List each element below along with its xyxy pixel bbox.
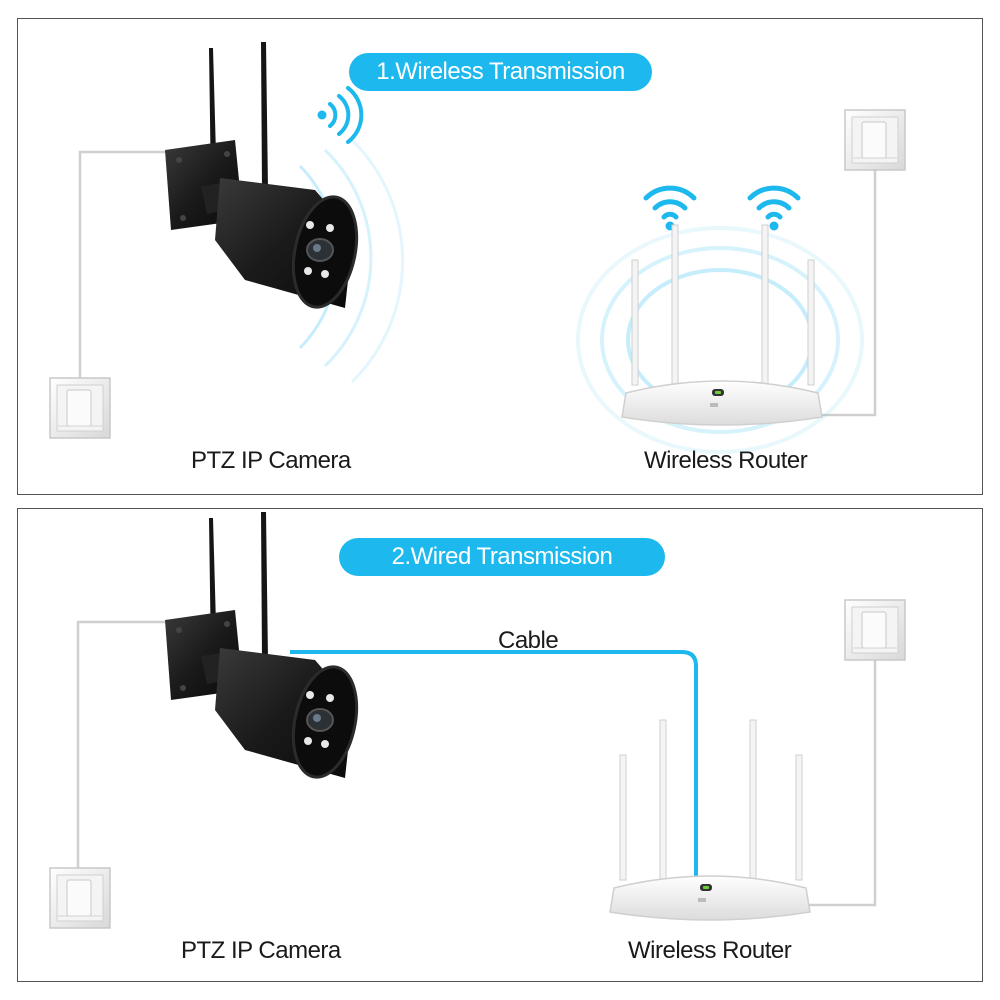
wifi-icon [646,188,694,230]
wired-transmission-panel: 2.Wired Transmission Cable PTZ IP Camera… [17,508,983,982]
power-outlet-icon [49,867,111,929]
wired-transmission-title: 2.Wired Transmission [339,538,665,576]
camera-power-cable [78,150,170,395]
camera-power-cable [76,620,170,870]
camera-icon [163,510,368,785]
router-icon [609,719,811,921]
network-cable [290,650,698,880]
power-outlet-icon [49,377,111,439]
wireless-transmission-title: 1.Wireless Transmission [349,53,652,91]
router-power-cable [800,170,877,417]
router-label: Wireless Router [644,447,808,474]
router-power-cable [800,660,877,907]
router-icon [621,224,823,426]
camera-wifi-icon [317,86,364,144]
wifi-icon [750,188,798,230]
power-outlet-icon [844,109,906,171]
wireless-transmission-panel: 1.Wireless Transmission PTZ IP Camera Wi… [17,18,983,495]
camera-icon [163,40,368,315]
power-outlet-icon [844,599,906,661]
cable-label: Cable [498,627,559,654]
camera-label: PTZ IP Camera [181,937,341,964]
camera-label: PTZ IP Camera [191,447,351,474]
router-label: Wireless Router [628,937,792,964]
